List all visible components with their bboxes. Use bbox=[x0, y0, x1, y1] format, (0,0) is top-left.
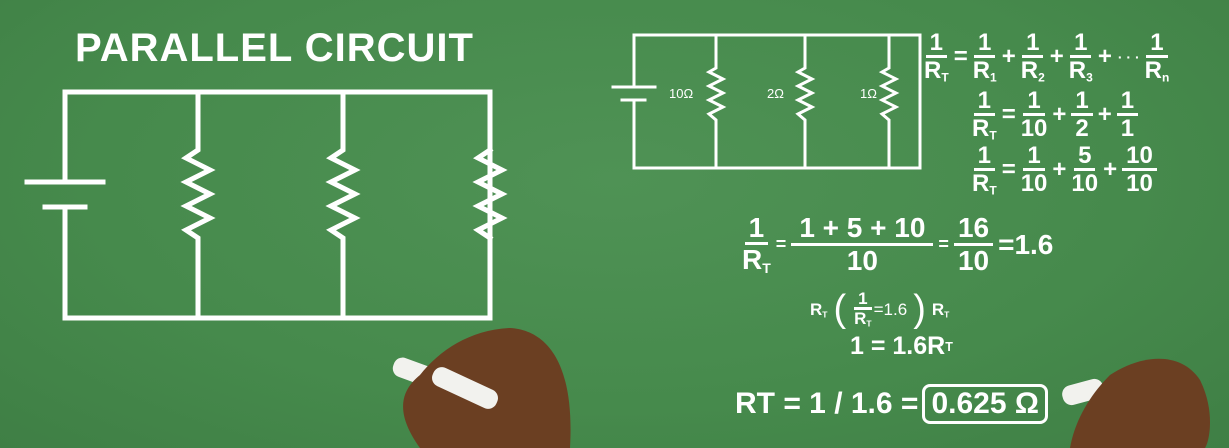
numerator: 1 bbox=[1116, 88, 1139, 117]
subscript: 3 bbox=[1086, 70, 1093, 85]
plus: + bbox=[1103, 156, 1118, 184]
equals: = bbox=[1001, 156, 1016, 184]
ellipsis: · · · bbox=[1117, 49, 1140, 66]
denominator: 2 bbox=[1075, 115, 1089, 143]
resistor-2-ohm bbox=[794, 33, 816, 170]
right-hand-with-chalk bbox=[1062, 358, 1210, 448]
resistor-3 bbox=[472, 146, 508, 242]
numerator: 1 bbox=[925, 30, 948, 59]
numerator: 1 + 5 + 10 bbox=[791, 213, 934, 246]
numerator: 1 bbox=[1023, 143, 1045, 172]
resistor-2 bbox=[325, 89, 361, 321]
result: =1.6 bbox=[998, 228, 1054, 260]
left-hand-with-chalk bbox=[392, 328, 571, 448]
denominator: R bbox=[742, 244, 763, 276]
numerator: 1 bbox=[744, 213, 769, 246]
numerator: 1 bbox=[1146, 30, 1168, 59]
numerator: 1 bbox=[973, 88, 996, 117]
numerator: 1 bbox=[1022, 30, 1044, 59]
open-paren: ( bbox=[833, 288, 847, 330]
subscript: T bbox=[945, 339, 953, 354]
denominator: 10 bbox=[1020, 115, 1048, 143]
hand bbox=[1070, 358, 1210, 448]
resistor-label: 2Ω bbox=[767, 86, 784, 101]
subscript: 2 bbox=[1038, 70, 1045, 85]
denominator: 1 bbox=[1120, 115, 1135, 143]
denominator: R bbox=[972, 170, 990, 198]
numerator: 1 bbox=[974, 30, 996, 59]
numerator: 1 bbox=[1070, 30, 1092, 59]
plus: + bbox=[1049, 43, 1064, 71]
denominator: R bbox=[854, 309, 867, 329]
final-answer: RT = 1 / 1.6 = 0.625 Ω bbox=[735, 384, 1048, 424]
equals: = bbox=[775, 234, 787, 255]
subscript: T bbox=[989, 183, 997, 198]
subscript: n bbox=[1161, 70, 1170, 85]
numerator: 16 bbox=[953, 213, 994, 246]
inner-value: =1.6 bbox=[873, 299, 908, 319]
numerator: 10 bbox=[1122, 143, 1157, 172]
subscript: 1 bbox=[990, 70, 997, 85]
denominator: R bbox=[1020, 57, 1039, 85]
subscript: T bbox=[822, 309, 828, 320]
denominator: R bbox=[1068, 57, 1087, 85]
denominator: 10 bbox=[957, 244, 990, 276]
equals: = bbox=[953, 43, 968, 71]
variable: R bbox=[931, 299, 945, 319]
denominator: R bbox=[972, 115, 990, 143]
plus: + bbox=[1001, 43, 1016, 71]
variable: R bbox=[810, 299, 823, 319]
answer-box: 0.625 Ω bbox=[922, 384, 1048, 424]
plus: + bbox=[1097, 43, 1112, 71]
right-parallel-circuit bbox=[611, 33, 922, 170]
denominator: 10 bbox=[1071, 170, 1099, 198]
subscript: T bbox=[944, 309, 950, 320]
plus: + bbox=[1052, 156, 1067, 184]
final-equation: RT = 1 / 1.6 = bbox=[735, 387, 919, 420]
resistor-label: 10Ω bbox=[669, 86, 694, 101]
numerator: 1 bbox=[973, 143, 996, 172]
denominator: R bbox=[924, 57, 942, 85]
close-paren: ) bbox=[913, 288, 926, 330]
equals: = bbox=[938, 234, 949, 255]
subscript: T bbox=[989, 128, 997, 143]
numerator: 1 bbox=[1071, 88, 1093, 117]
resistor-label: 1Ω bbox=[860, 86, 877, 101]
plus: + bbox=[1097, 101, 1112, 129]
page-title: PARALLEL CIRCUIT bbox=[75, 26, 474, 70]
equals: = bbox=[1001, 101, 1016, 129]
denominator: 10 bbox=[846, 244, 878, 276]
subscript: T bbox=[762, 260, 771, 277]
resistor-1 bbox=[180, 89, 216, 321]
numerator: 5 bbox=[1074, 143, 1096, 172]
subscript: T bbox=[866, 319, 872, 330]
subscript: T bbox=[941, 70, 949, 85]
resistor-10-ohm bbox=[705, 33, 727, 170]
denominator: R bbox=[972, 57, 991, 85]
plus: + bbox=[1052, 101, 1067, 129]
denominator: 10 bbox=[1020, 170, 1048, 198]
equation-text: 1 = 1.6R bbox=[850, 332, 946, 360]
left-parallel-circuit bbox=[24, 89, 508, 321]
denominator: 10 bbox=[1126, 170, 1153, 198]
numerator: 1 bbox=[854, 289, 872, 311]
denominator: R bbox=[1144, 57, 1162, 85]
resistor-1-ohm bbox=[878, 33, 900, 170]
numerator: 1 bbox=[1023, 88, 1045, 117]
